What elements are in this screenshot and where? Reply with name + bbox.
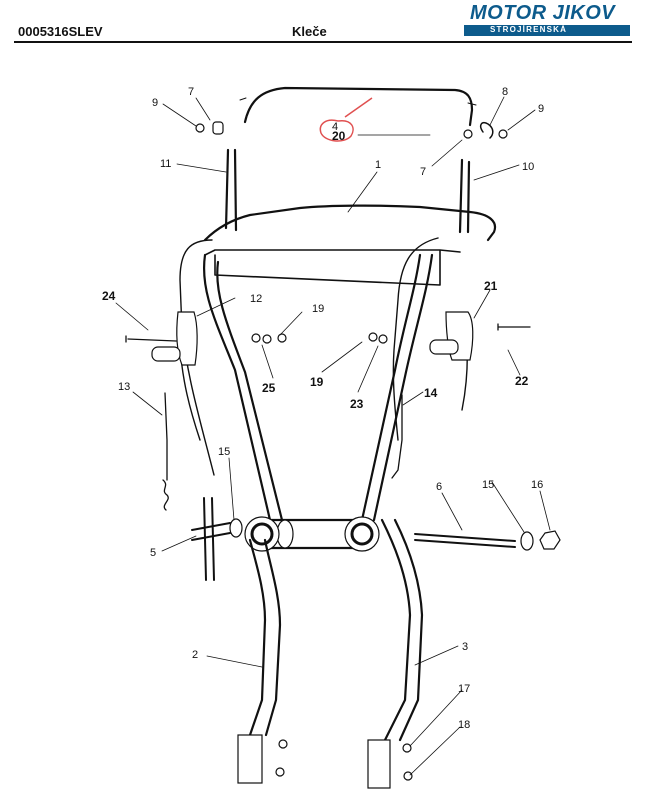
part-label-25: 25 — [262, 381, 276, 395]
motor-jikov-logo: MOTOR JIKOV STROJÍRENSKÁ — [460, 0, 635, 38]
part-label-2: 2 — [192, 649, 198, 661]
part-label-19b: 19 — [310, 375, 324, 389]
page-header: 0005316SLEV Kleče MOTOR JIKOV STROJÍRENS… — [0, 0, 671, 44]
right-rod — [391, 394, 403, 479]
right-upright-grip — [458, 158, 471, 234]
part-label-24: 24 — [102, 289, 116, 303]
left-lower-leg — [248, 538, 282, 737]
part-label-13: 13 — [118, 381, 130, 393]
main-v-frame — [202, 253, 434, 522]
part-label-12: 12 — [250, 293, 262, 305]
part-label-1: 1 — [375, 159, 381, 171]
part-label-15a: 15 — [218, 446, 230, 458]
part-label-21: 21 — [484, 279, 498, 293]
part-label-15b: 15 — [482, 479, 494, 491]
document-code: 0005316SLEV — [18, 24, 103, 39]
part-label-6: 6 — [436, 481, 442, 493]
header-rule — [14, 41, 632, 43]
t-bolt — [191, 497, 231, 581]
right-lower-leg — [380, 518, 424, 742]
part-label-7b: 7 — [420, 166, 426, 178]
part-label-10: 10 — [522, 161, 534, 173]
part-label-19a: 19 — [312, 303, 324, 315]
left-lever — [176, 311, 198, 366]
part-label-3: 3 — [462, 641, 468, 653]
logo-bar — [464, 25, 630, 36]
part-label-14: 14 — [424, 386, 438, 400]
left-upright-grip — [224, 148, 238, 232]
part-label-17: 17 — [458, 683, 470, 695]
part-label-9b: 9 — [538, 103, 544, 115]
part-label-11: 11 — [160, 158, 171, 170]
part-label-9a: 9 — [152, 97, 158, 109]
upper-handle-frame — [203, 204, 497, 242]
part-label-7a: 7 — [188, 86, 194, 98]
part-label-23: 23 — [350, 397, 364, 411]
right-cable — [392, 237, 439, 441]
left-pulley — [244, 516, 280, 552]
logo-wordmark: MOTOR JIKOV — [470, 2, 616, 24]
part-label-20: 20 — [332, 129, 346, 143]
spring-cable — [162, 392, 169, 511]
long-bolt — [414, 533, 516, 548]
part-label-16: 16 — [531, 479, 543, 491]
part-label-4: 4 — [332, 121, 338, 133]
part-label-8: 8 — [502, 86, 508, 98]
annotation-arrow — [319, 97, 373, 142]
part-label-18: 18 — [458, 719, 470, 731]
logo-subtitle: STROJÍRENSKÁ — [490, 25, 568, 34]
part-label-22: 22 — [515, 374, 529, 388]
top-loop-handle — [243, 86, 474, 127]
part-label-5: 5 — [150, 547, 156, 559]
right-pulley — [344, 516, 380, 552]
page-title: Kleče — [292, 24, 327, 39]
